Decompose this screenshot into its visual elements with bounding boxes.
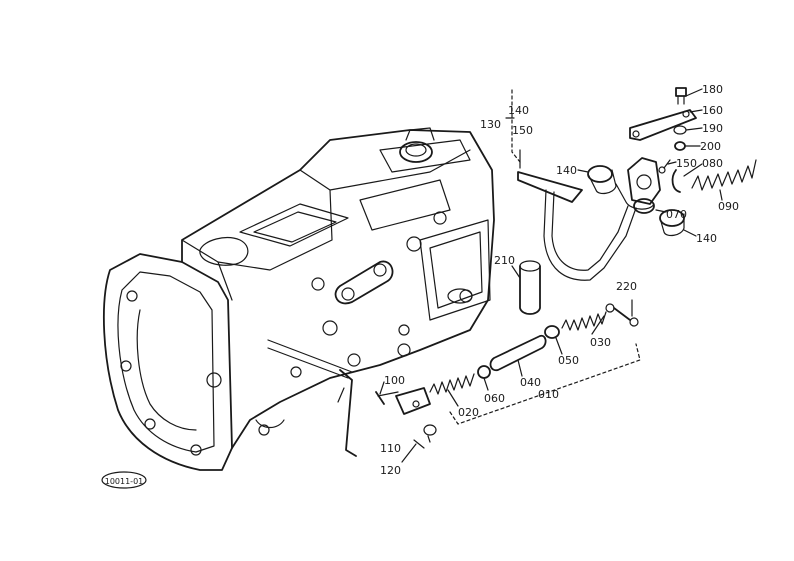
spring-090 xyxy=(691,159,757,191)
linkage-rod-assembly xyxy=(375,303,641,449)
callout-040: 040 xyxy=(520,376,541,389)
callout-100: 100 xyxy=(384,374,405,387)
leader-lines xyxy=(379,88,723,463)
callout-090: 090 xyxy=(718,200,739,213)
bolt-180 xyxy=(675,87,687,105)
figure-code-badge: 10011-01 xyxy=(101,471,147,489)
callout-130: 130 xyxy=(480,118,501,131)
pedal-rod-210 xyxy=(519,260,541,315)
callout-180: 180 xyxy=(702,83,723,96)
callout-140-pedal: 140 xyxy=(508,104,529,117)
nut-200 xyxy=(674,141,686,151)
callout-010: 010 xyxy=(538,388,559,401)
clip-080 xyxy=(671,169,681,193)
bushing-070 xyxy=(615,183,655,214)
washer-190 xyxy=(673,125,687,135)
callout-060: 060 xyxy=(484,392,505,405)
callout-150-upper: 150 xyxy=(676,157,697,170)
callout-020: 020 xyxy=(458,406,479,419)
callout-120: 120 xyxy=(380,464,401,477)
callout-labels: 180 160 190 200 150 080 140 070 090 140 … xyxy=(380,83,739,477)
lever-160 xyxy=(629,109,697,141)
pin-150 xyxy=(658,159,671,174)
callout-220: 220 xyxy=(616,280,637,293)
callout-110: 110 xyxy=(380,442,401,455)
callout-050: 050 xyxy=(558,354,579,367)
bushing-140-lower xyxy=(659,209,685,237)
transmission-housing xyxy=(103,127,495,471)
clutch-pedal-assembly xyxy=(505,89,661,281)
figure-code-text: 10011-01 xyxy=(105,477,144,486)
callout-160: 160 xyxy=(702,104,723,117)
callout-200: 200 xyxy=(700,140,721,153)
callout-030: 030 xyxy=(590,336,611,349)
callout-210: 210 xyxy=(494,254,515,267)
bushing-140-upper xyxy=(587,165,617,195)
callout-070: 070 xyxy=(666,208,687,221)
callout-140-lower: 140 xyxy=(696,232,717,245)
callout-150-pedal: 150 xyxy=(512,124,533,137)
callout-190: 190 xyxy=(702,122,723,135)
callout-080: 080 xyxy=(702,157,723,170)
callout-140-upper: 140 xyxy=(556,164,577,177)
